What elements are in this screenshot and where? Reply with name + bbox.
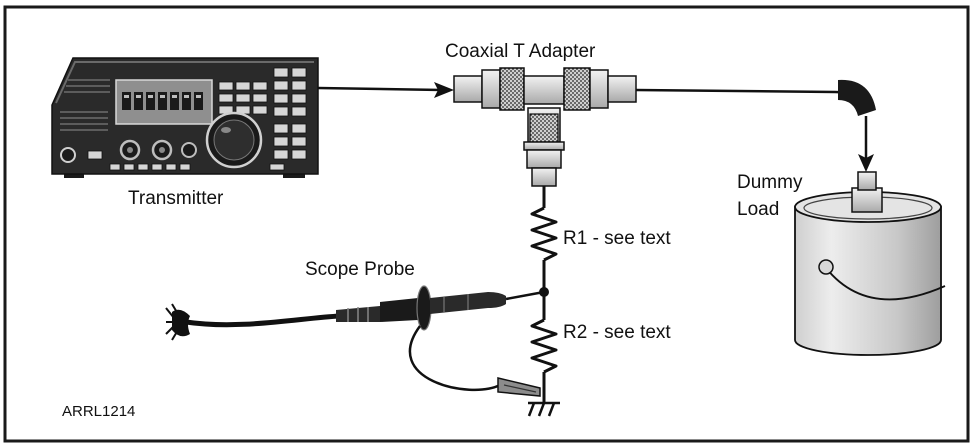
scope-probe-label: Scope Probe (305, 259, 415, 280)
r2-label: R2 - see text (563, 322, 671, 343)
r2-resistor (530, 318, 558, 374)
load-cable-boot (838, 79, 876, 116)
cable-arrowhead (434, 82, 454, 98)
coaxial-t-adapter (453, 67, 637, 187)
dummy-load-label-line2: Load (737, 199, 780, 220)
dummy-load-can (794, 171, 946, 356)
load-arrowhead (858, 154, 874, 172)
ground-symbol (527, 401, 560, 417)
coaxial-t-adapter-label: Coaxial T Adapter (445, 41, 596, 62)
divider-network (530, 186, 558, 402)
figure-id-label: ARRL1214 (62, 403, 136, 420)
scope-probe (165, 285, 545, 397)
transmitter-radio (51, 57, 319, 178)
dummy-load-label-line1: Dummy (737, 172, 803, 193)
r1-label: R1 - see text (563, 228, 671, 249)
transmitter-label: Transmitter (128, 188, 224, 209)
r1-resistor (530, 206, 558, 262)
transmitter-coax-cable (317, 86, 443, 92)
